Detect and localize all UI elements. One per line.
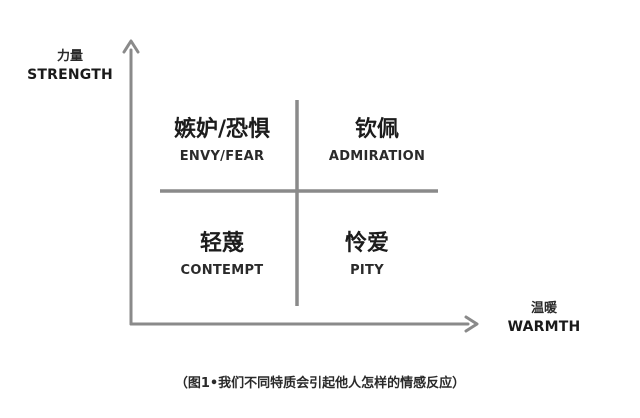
y-axis-arrowhead (122, 39, 140, 54)
x-axis-title: 温暖 WARMTH (488, 300, 600, 336)
quadrant-label-cn: 轻蔑 (199, 231, 244, 256)
quadrant-admiration: 钦佩 ADMIRATION (302, 116, 452, 166)
quadrant-envy-fear: 嫉妒/恐惧 ENVY/FEAR (147, 116, 297, 166)
quadrant-label-cn: 钦佩 (354, 117, 399, 142)
y-axis-label-cn: 力量 (56, 49, 83, 64)
quadrant-contempt: 轻蔑 CONTEMPT (147, 230, 297, 280)
quadrant-label-en: ADMIRATION (328, 149, 426, 164)
quadrant-label-cn: 嫉妒/恐惧 (173, 117, 271, 142)
x-axis-label-cn: 温暖 (530, 301, 557, 316)
x-axis-arrowhead (464, 315, 479, 333)
figure-caption: （图1•我们不同特质会引起他人怎样的情感反应） (174, 376, 466, 391)
x-axis-label-en: WARMTH (507, 319, 581, 335)
quadrant-label-cn: 怜爱 (344, 231, 389, 256)
y-axis-title: 力量 STRENGTH (22, 48, 118, 84)
quadrant-pity: 怜爱 PITY (292, 230, 442, 280)
quadrant-label-en: CONTEMPT (180, 263, 264, 278)
quadrant-label-en: PITY (350, 263, 384, 278)
quadrant-label-en: ENVY/FEAR (179, 149, 265, 164)
y-axis-label-en: STRENGTH (27, 67, 113, 83)
